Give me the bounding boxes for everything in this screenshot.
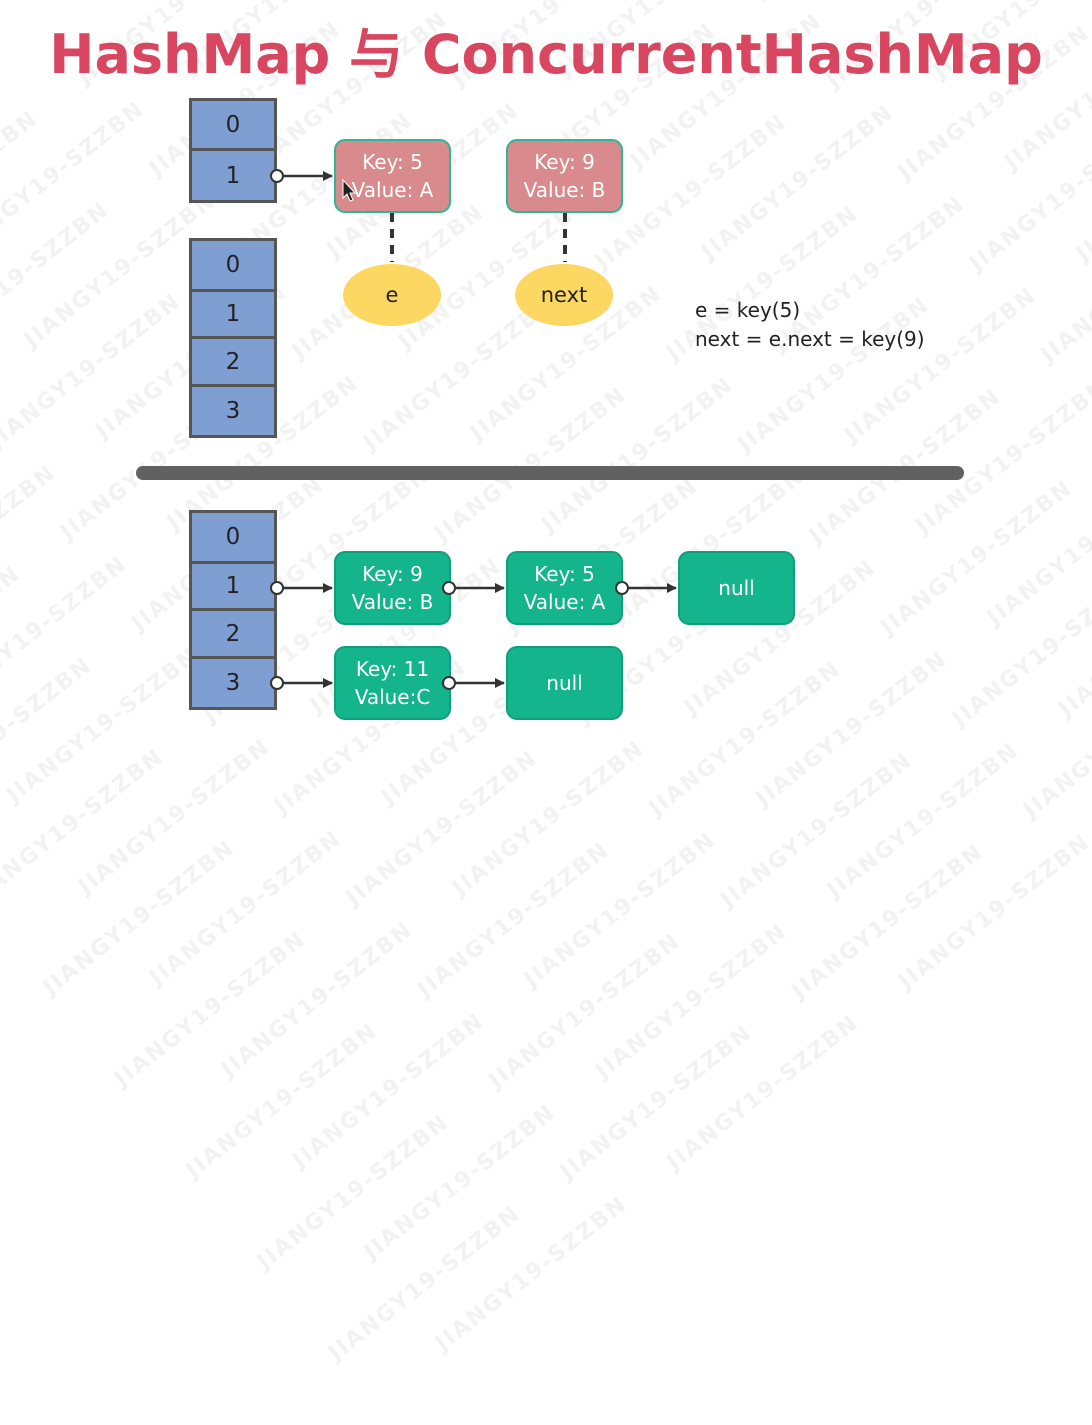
old-table-slot-0: 0	[189, 98, 277, 151]
entry-node-key5-new: Key: 5 Value: A	[506, 551, 623, 625]
node-value: Value:C	[354, 685, 431, 709]
pointer-origin-dot	[615, 581, 629, 595]
pointer-origin-dot	[442, 581, 456, 595]
mouse-cursor-icon	[342, 178, 357, 202]
connector-overlay	[270, 169, 677, 690]
pointer-origin-dot	[442, 676, 456, 690]
null-node-bucket3: null	[506, 646, 623, 720]
node-key: Key: 9	[534, 150, 595, 174]
code-line-1: e = key(5)	[695, 298, 801, 322]
entry-node-key9-new: Key: 9 Value: B	[334, 551, 451, 625]
page-title: HashMap 与 ConcurrentHashMap	[49, 23, 1043, 86]
node-value: Value: A	[351, 178, 434, 202]
new-table-slot-3: 3	[189, 384, 277, 438]
node-key: Key: 11	[355, 657, 430, 681]
code-annotation: e = key(5) next = e.next = key(9)	[695, 296, 925, 354]
node-value: Value: B	[523, 178, 606, 202]
section-divider	[136, 466, 964, 480]
pointer-e-oval: e	[343, 264, 441, 326]
pointer-origin-dot	[270, 169, 284, 183]
null-node-bucket1: null	[678, 551, 795, 625]
node-value: Value: A	[523, 590, 606, 614]
pointer-origin-dot	[270, 581, 284, 595]
entry-node-key5: Key: 5 Value: A	[334, 139, 451, 213]
pointer-origin-dot	[270, 676, 284, 690]
pointer-next-oval: next	[515, 264, 613, 326]
node-value: Value: B	[351, 590, 434, 614]
bottom-table-slot-3: 3	[189, 656, 277, 710]
node-key: Key: 5	[534, 562, 595, 586]
entry-node-key11: Key: 11 Value:C	[334, 646, 451, 720]
code-line-2: next = e.next = key(9)	[695, 327, 925, 351]
node-key: Key: 5	[362, 150, 423, 174]
entry-node-key9: Key: 9 Value: B	[506, 139, 623, 213]
node-key: Key: 9	[362, 562, 423, 586]
